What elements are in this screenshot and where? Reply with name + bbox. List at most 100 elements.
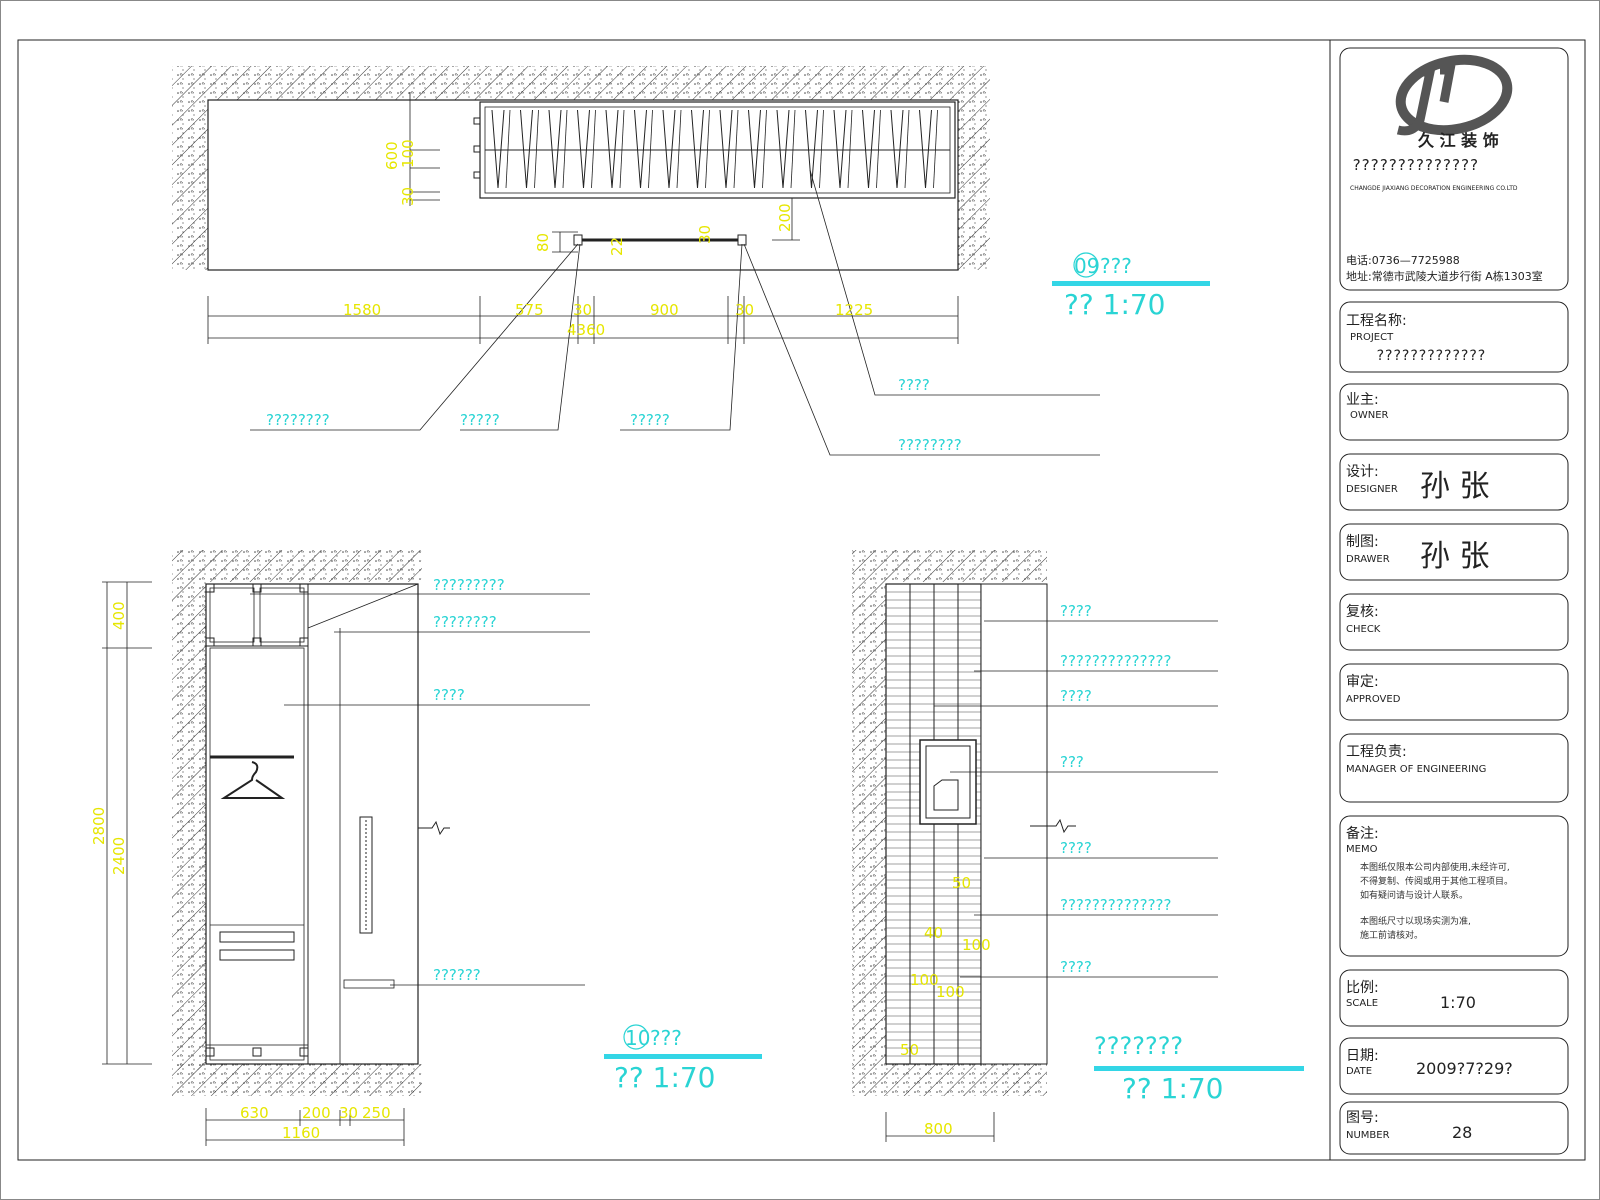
elev-right-section-title: ??????? ?? 1:70 (1094, 1032, 1304, 1105)
plan-dim-3: 30 (573, 301, 592, 319)
rack-slat (725, 109, 733, 189)
plan-section-suffix: ??? (1100, 254, 1132, 278)
rack-slat (691, 109, 698, 189)
tb-owner-en: OWNER (1350, 410, 1389, 421)
tb-memo-line1: 本图纸仅限本公司内部使用,未经许可, (1360, 861, 1510, 873)
rack-slat (833, 109, 841, 189)
plan-dim-total: 4360 (567, 321, 605, 339)
rack-slat (719, 109, 727, 189)
tb-check-box (1339, 593, 1569, 651)
rack-slat (634, 109, 641, 189)
rack-slat (933, 109, 938, 189)
elev-right-callout-5: ???? (1060, 839, 1092, 857)
rack-slat (605, 109, 613, 189)
tb-company-box (1339, 47, 1569, 291)
plan-dim-4: 900 (650, 301, 679, 319)
tb-scale-value: 1:70 (1440, 993, 1476, 1012)
decor-vase-icon (933, 779, 959, 811)
tb-manager-box (1339, 733, 1569, 803)
rack-slat (648, 109, 653, 189)
tb-drawer-en: DRAWER (1346, 554, 1390, 565)
plan-dim-v-600: 600 (383, 141, 401, 170)
company-logo: 久 江 装 饰 (1395, 54, 1513, 150)
elev10-dim-200: 200 (302, 1104, 331, 1122)
elev-right-callout-2: ?????????????? (1060, 652, 1171, 670)
rack-slat (577, 109, 584, 189)
tb-approved-box (1339, 663, 1569, 721)
elev10-dim-total: 1160 (282, 1124, 320, 1142)
elev-right-scale: ?? 1:70 (1122, 1072, 1224, 1105)
plan-dim-5: 30 (735, 301, 754, 319)
tb-designer-box (1339, 453, 1569, 511)
elev10-dim-250: 250 (362, 1104, 391, 1122)
rack-slat (505, 109, 511, 189)
elev10-callout-1: ????????? (433, 576, 505, 594)
tb-project-en: PROJECT (1350, 332, 1394, 343)
rack-slat (925, 109, 932, 189)
rack-slat (904, 109, 910, 189)
elev10-dim-2800: 2800 (90, 807, 108, 845)
elev10-callout-3: ???? (433, 686, 465, 704)
elev-right-dim-50b: 50 (900, 1041, 919, 1059)
tb-drawer-value: 孙 张 (1420, 539, 1490, 574)
plan-view (172, 66, 1100, 456)
rack-slat (868, 109, 875, 189)
wardrobe-body (205, 583, 419, 1065)
rack-slat (862, 109, 869, 189)
rack-slat (876, 109, 881, 189)
rack-slat (611, 109, 619, 189)
rack-slat (847, 109, 853, 189)
rack-slat (554, 109, 562, 189)
elev-right-callout-7: ???? (1060, 958, 1092, 976)
tb-number-value: 28 (1452, 1123, 1472, 1142)
tb-company-sub: CHANGDE JIAXIANG DECORATION ENGINEERING … (1350, 185, 1518, 192)
tb-approved-label: 审定: (1346, 674, 1379, 690)
drawing-frame (17, 39, 1586, 1161)
tb-date-en: DATE (1346, 1066, 1372, 1077)
tb-phone: 电话:0736—7725988 (1346, 254, 1460, 267)
tb-memo-line3: 如有疑问请与设计人联系。 (1360, 889, 1468, 901)
plan-dim-rod-80: 80 (534, 233, 552, 252)
plan-callout-5: ???????? (898, 436, 962, 454)
tb-project-box (1339, 301, 1569, 373)
elev-right-dim-50a: 50 (952, 874, 971, 892)
rack-slat (668, 109, 676, 189)
elev10-scale: ?? 1:70 (614, 1061, 716, 1094)
rack-slat (890, 109, 898, 189)
elev-right-dim-100b: 100 (910, 971, 939, 989)
elev-right-callout-3: ???? (1060, 687, 1092, 705)
plan-section-id: 09 (1074, 254, 1099, 278)
tb-memo-label: 备注: (1346, 825, 1379, 842)
elev-right-dim-100a: 100 (962, 936, 991, 954)
tb-drawer-label: 制图: (1346, 534, 1379, 550)
rack-slat (805, 109, 812, 189)
rack-slat (548, 109, 556, 189)
rack-slat (676, 109, 682, 189)
tb-approved-en: APPROVED (1346, 694, 1401, 705)
tb-memo-box (1339, 815, 1569, 957)
elev10-callout-2: ???????? (433, 613, 497, 631)
plan-dim-2: 575 (515, 301, 544, 319)
tb-number-label: 图号: (1346, 1110, 1379, 1126)
plan-dim-200: 200 (776, 203, 794, 232)
rack-slat (839, 109, 847, 189)
elev-right-dim-100c: 100 (936, 983, 965, 1001)
rack-slat (697, 109, 704, 189)
tb-project-label: 工程名称: (1346, 313, 1407, 329)
plan-dim-1: 1580 (343, 301, 381, 319)
elev-right-title-bar (1094, 1066, 1304, 1071)
plan-rack-slats (491, 109, 938, 189)
plan-dim-v-30: 30 (399, 187, 417, 206)
tb-date-label: 日期: (1346, 1048, 1379, 1064)
elev-right-callout-4: ??? (1060, 753, 1084, 771)
plan-callout-2: ????? (460, 411, 500, 429)
elev-right-dim-40: 40 (924, 924, 943, 942)
svg-text:久 江 装 饰: 久 江 装 饰 (1418, 131, 1499, 150)
rack-slat (754, 109, 761, 189)
section-marker-icon (623, 1024, 649, 1050)
tb-number-box (1339, 1101, 1569, 1155)
tb-memo-line4: 本图纸尺寸以现场实测为准, (1360, 915, 1471, 927)
tb-scale-box (1339, 969, 1569, 1027)
plan-dim-v-100: 100 (399, 139, 417, 168)
